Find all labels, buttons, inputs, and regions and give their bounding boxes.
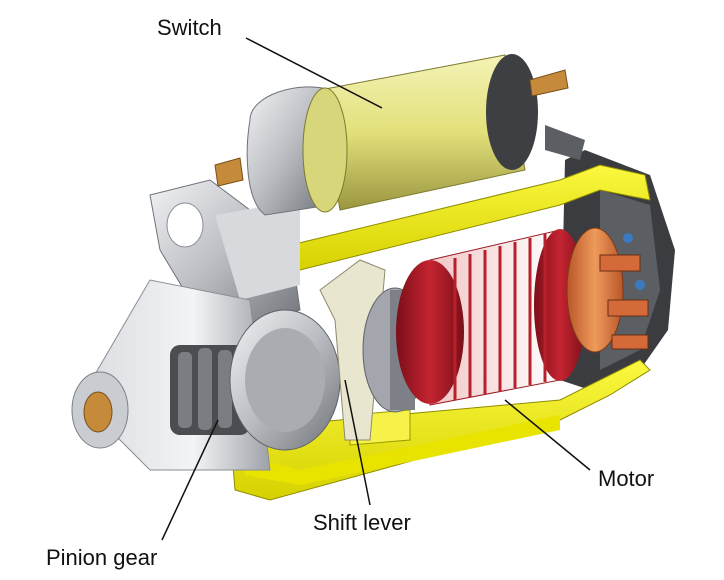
armature (396, 229, 586, 406)
solenoid-switch (214, 54, 585, 216)
pinion-gear (170, 309, 341, 451)
leader-motor (504, 399, 591, 471)
leader-switch (245, 37, 383, 109)
switch-label: Switch (157, 15, 222, 40)
pinion-gear-label: Pinion gear (46, 545, 158, 570)
shift-lever-label: Shift lever (313, 510, 411, 535)
motor-label: Motor (598, 466, 655, 491)
leader-shift-lever (344, 379, 371, 506)
leader-lines (161, 37, 591, 541)
commutator (566, 227, 649, 353)
leader-pinion-gear (161, 419, 219, 541)
